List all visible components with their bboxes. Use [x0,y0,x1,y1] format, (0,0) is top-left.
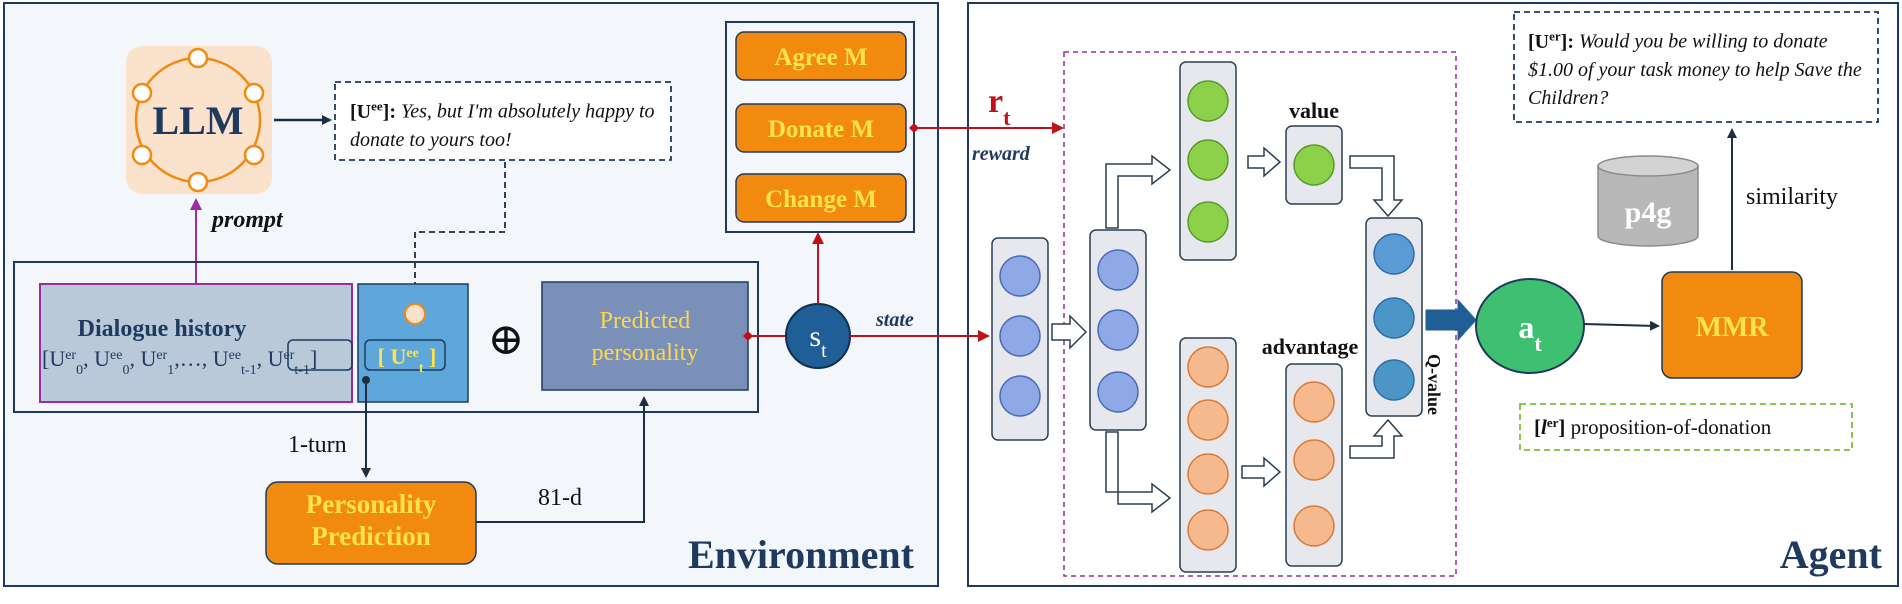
q-value-node [1373,359,1415,401]
reward-donate-label: Donate M [768,116,874,143]
dim-label: 81-d [538,485,582,511]
strategy-box [1519,403,1853,451]
advantage-to-q-arrow [1349,418,1404,459]
q-value-label: Q-value [1424,354,1444,415]
advantage-head-node [1293,381,1335,423]
reward-change-label: Change M [765,186,877,213]
hidden-to-advantage-branch-arrow [1105,431,1172,514]
prediction-to-personality-arrow [476,396,649,523]
strategy-label: [ler] proposition-of-donation [1534,415,1772,440]
state-label: state [875,309,914,331]
value-stream-node [1187,139,1229,181]
advantage-head-node [1293,505,1335,547]
predicted-personality-box [541,281,749,391]
mmr-label: MMR [1695,312,1769,343]
persuadee-reply-text: [Uee]: Yes, but I'm absolutely happy to … [350,98,655,151]
input-node [999,315,1041,357]
reward-donate [735,103,907,153]
advantage-stream-node [1187,346,1229,388]
q-value-node [1373,233,1415,275]
reply-to-utterance-connector [410,162,506,298]
dialogue-history-title: Dialogue history [78,316,247,342]
prompt-label: prompt [210,207,284,233]
persuader-utterance-content: Would you be willing to donate $1.00 of … [1528,30,1862,109]
llm-label: LLM [152,98,243,143]
to-value-head-arrow [1247,146,1282,178]
hidden-node [1097,249,1139,291]
reward-agree-label: Agree M [774,44,867,71]
last-persuader-highlight [287,339,353,371]
environment-title: Environment [688,532,915,577]
advantage-stream-node [1187,453,1229,495]
agent-title: Agent [1780,532,1883,577]
input-node [999,255,1041,297]
similarity-label: similarity [1746,184,1838,210]
hidden-node [1097,309,1139,351]
input-to-hidden-arrow [1051,314,1088,350]
action-to-mmr-arrow [1583,320,1660,331]
strategy-text: proposition-of-donation [1571,415,1772,439]
reward-change [735,173,907,223]
value-stream-node [1187,201,1229,243]
p4g-label: p4g [1625,196,1672,229]
action-node [1475,278,1585,374]
advantage-stream-node [1187,399,1229,441]
hidden-to-value-branch-arrow [1105,154,1172,229]
value-head-node [1293,144,1335,186]
persuader-utterance-box [1513,11,1879,123]
advantage-label: advantage [1262,334,1359,359]
reward-list: Agree M Donate M Change M [735,31,907,223]
current-utterance-box [357,283,469,403]
concat-oplus: ⊕ [488,315,525,364]
persuadee-reply-content: Yes, but I'm absolutely happy to donate … [350,100,655,151]
dialogue-history-box [39,283,353,403]
persuader-utterance-text: [Uer]: Would you be willing to donate $1… [1528,28,1862,109]
value-label: value [1289,98,1339,123]
mmr-box [1661,271,1803,379]
q-value-node [1373,297,1415,339]
history-tap-dot [362,376,370,384]
value-to-q-arrow [1349,155,1404,218]
persuadee-reply-box [334,81,672,161]
llm-box [126,46,272,194]
dueling-network-region [1063,51,1457,577]
input-node [999,375,1041,417]
llm-icon [131,47,265,193]
p4g-database-icon [1597,155,1699,247]
current-utterance-tag [364,339,446,371]
q-to-action-arrow [1425,298,1477,342]
hidden-node [1097,371,1139,413]
advantage-head-node [1293,439,1335,481]
reward-agree [735,31,907,81]
advantage-stream-node [1187,509,1229,551]
current-utterance-node [404,303,426,325]
value-stream-node [1187,80,1229,122]
reward-label: reward [972,143,1031,165]
one-turn-label: 1-turn [288,432,347,458]
to-advantage-head-arrow [1241,456,1282,488]
